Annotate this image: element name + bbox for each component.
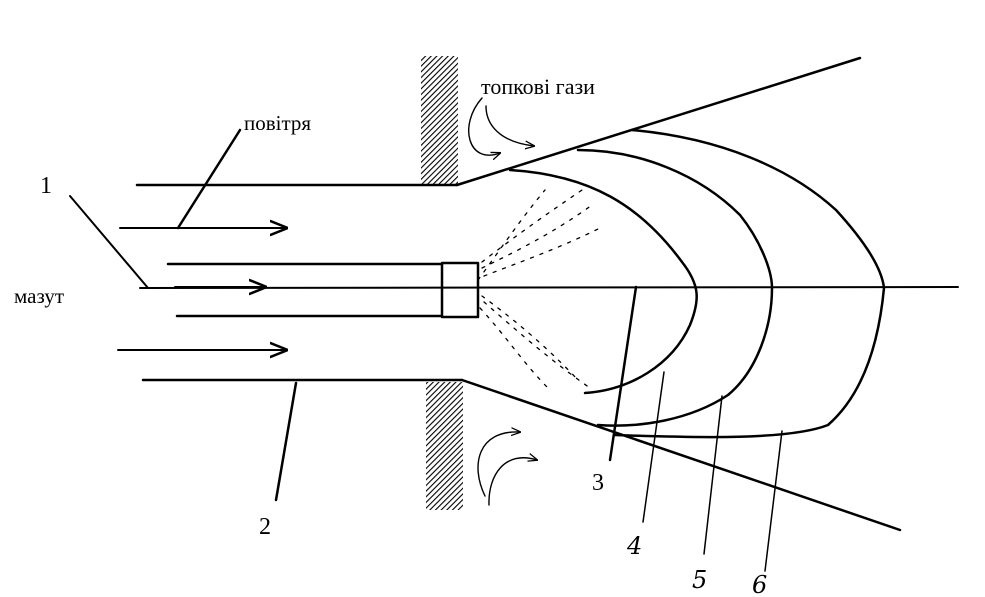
number-2: 2: [259, 514, 271, 540]
leader-3: [608, 285, 638, 462]
number-4: 4: [626, 532, 642, 560]
leader-1: [69, 195, 149, 289]
flame-zone-5: [613, 128, 886, 439]
flame-zone-4: [576, 148, 774, 427]
label-fuel-oil: мазут: [14, 284, 64, 308]
leader-6: [764, 430, 783, 572]
flue-gas-arrow-top: [468, 97, 500, 155]
label-flue-gases: топкові гази: [481, 74, 595, 99]
label-air: повітря: [244, 111, 311, 135]
leader-4: [642, 371, 665, 523]
number-5: 5: [692, 566, 707, 594]
leader-5: [703, 395, 723, 555]
leader-air: [176, 128, 242, 230]
leader-2: [274, 381, 298, 502]
flue-gas-arrow-bottom: [477, 432, 520, 497]
atomizer-nozzle: [440, 261, 480, 319]
furnace-wall-top: [421, 56, 458, 184]
flue-gas-arrow-bottom-2: [488, 458, 537, 506]
number-6: 6: [752, 571, 767, 597]
cone-upper-line: [455, 56, 862, 187]
flame-zone-3: [508, 168, 698, 395]
cone-lower-line: [460, 378, 902, 532]
number-3: 3: [592, 470, 604, 496]
fuel-spray: [477, 187, 601, 389]
flue-gas-arrow-top-2: [485, 105, 534, 146]
number-1: 1: [40, 173, 52, 199]
furnace-wall-bottom: [426, 382, 463, 510]
central-axis: [139, 286, 959, 289]
